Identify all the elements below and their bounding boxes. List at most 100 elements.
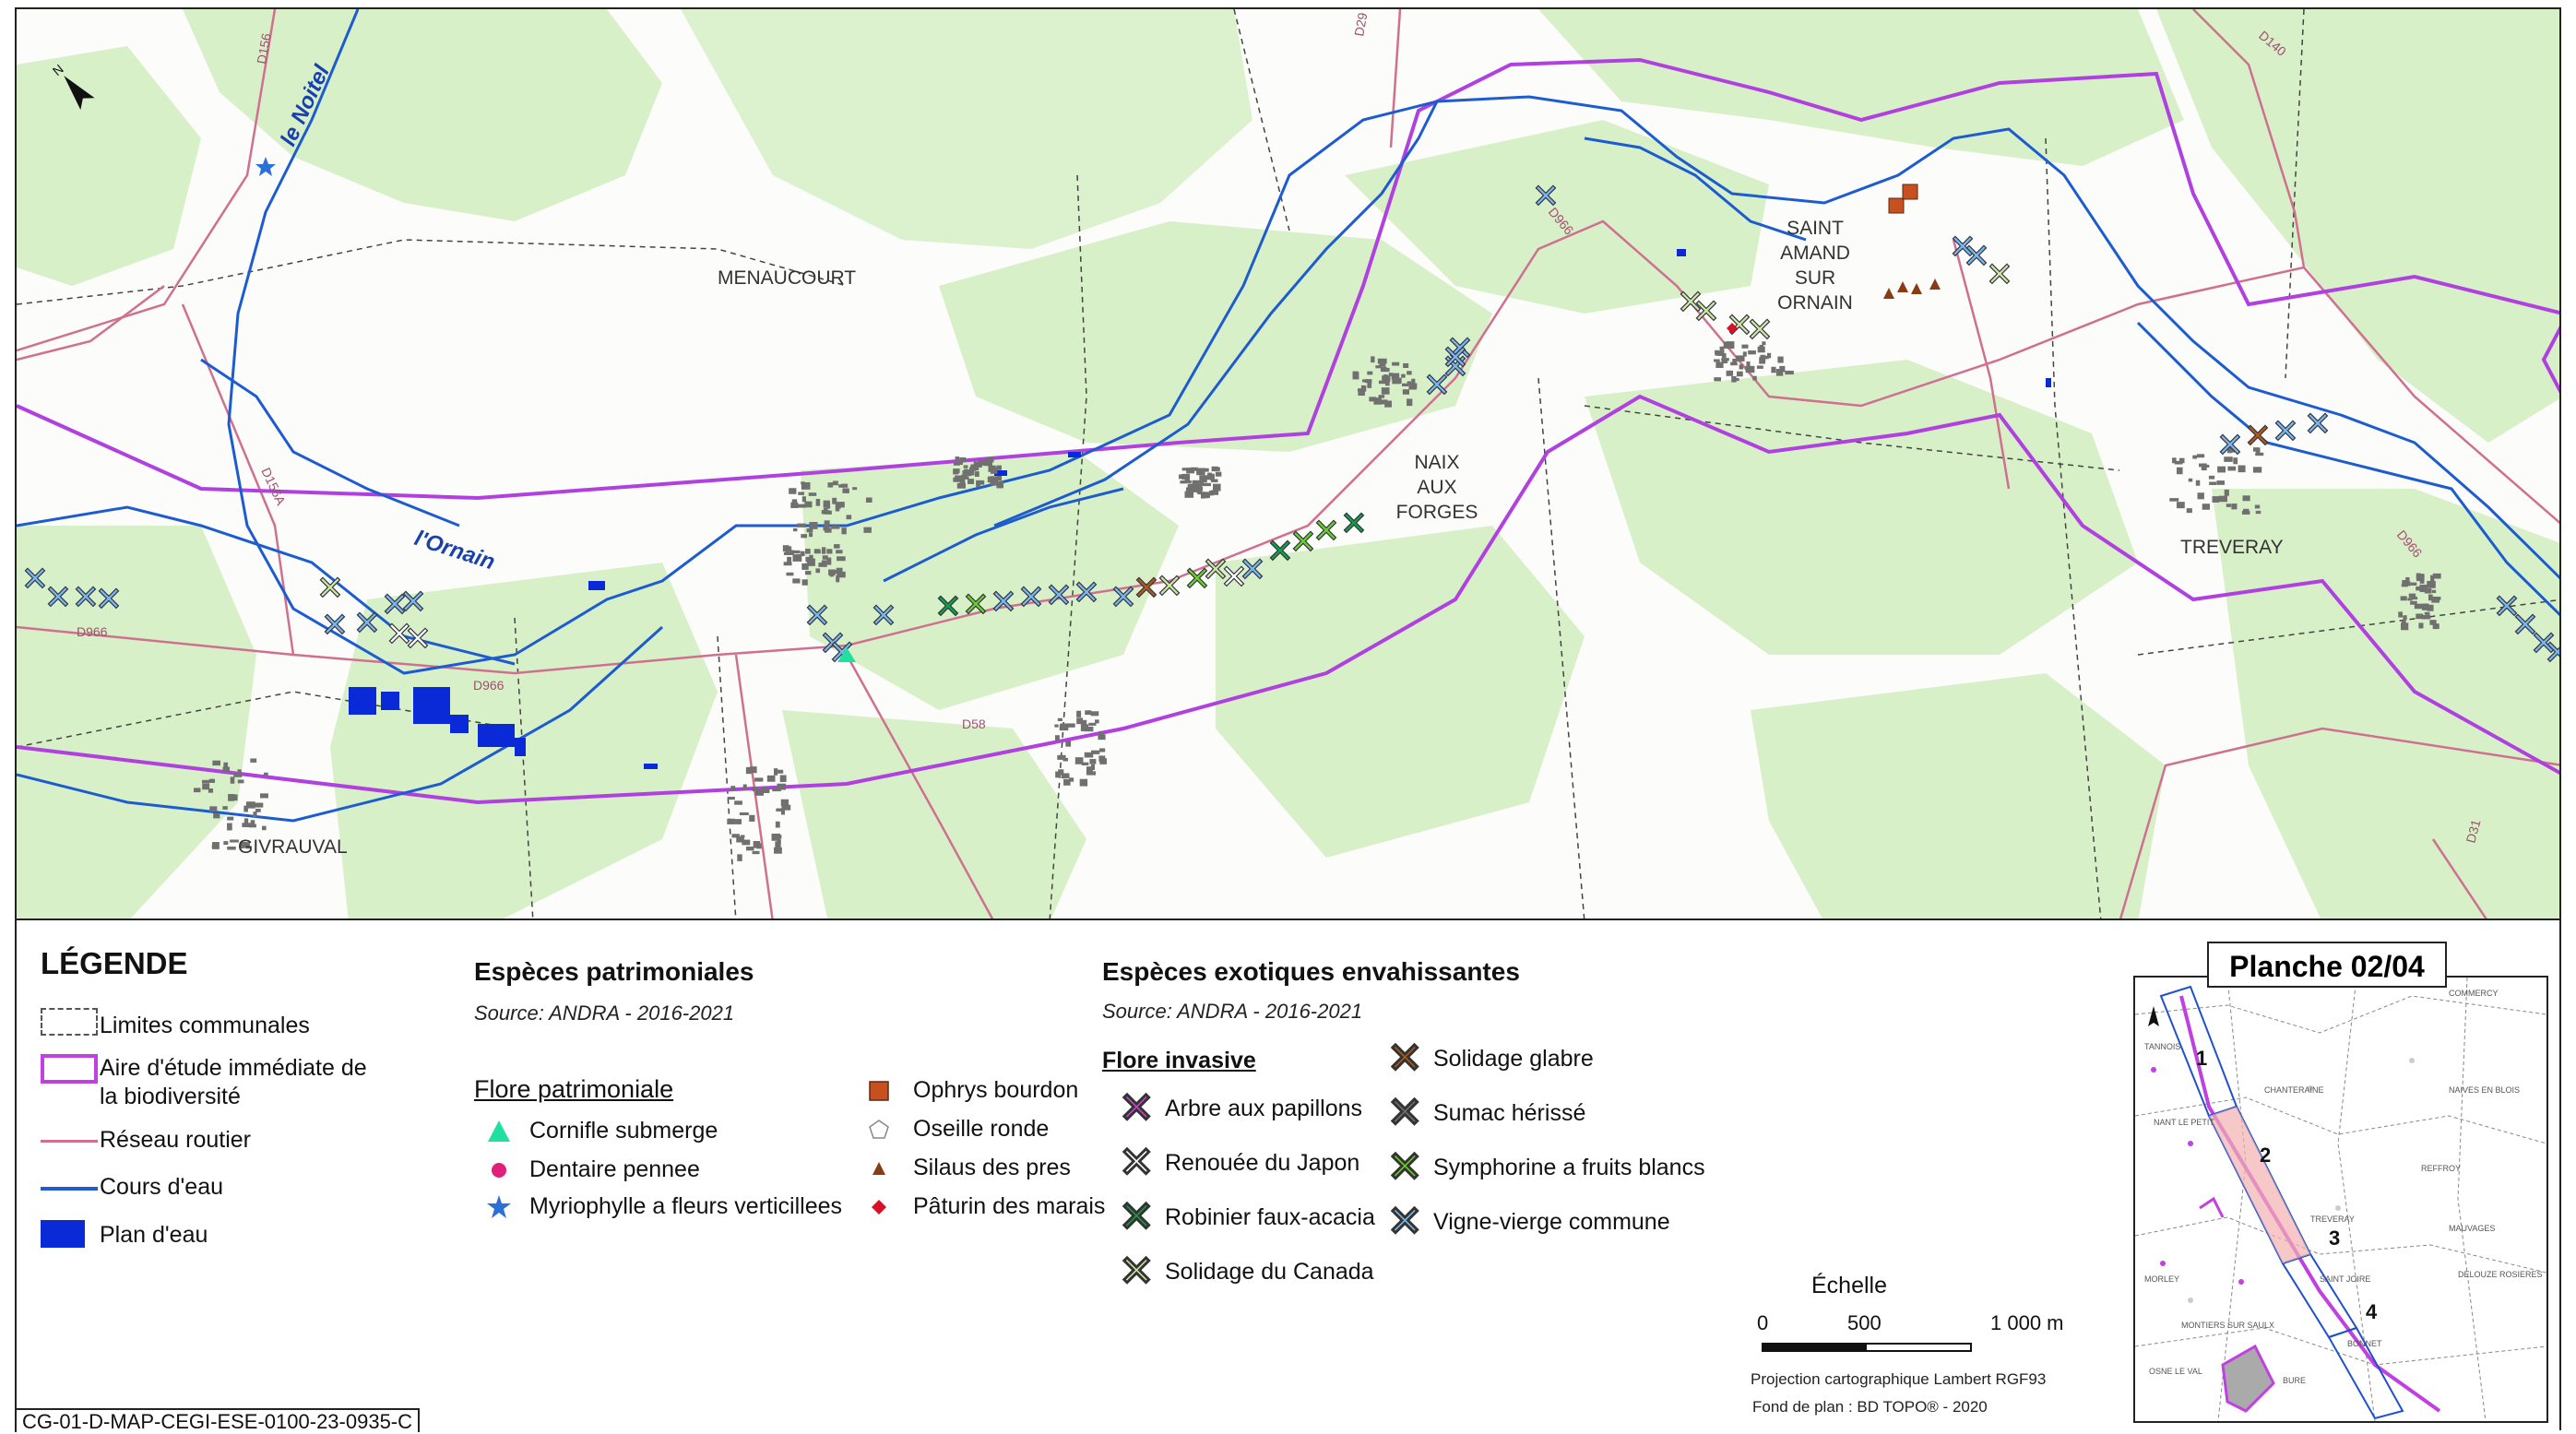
study-area-symbol <box>41 1054 98 1084</box>
species-cross-icon: ✕ <box>1289 524 1317 562</box>
document-code: CG-01-D-MAP-CEGI-ESE-0100-23-0935-C <box>15 1408 421 1433</box>
species-cross-icon: ✕ <box>2244 418 2272 456</box>
place-label: GIVRAUVAL <box>238 836 348 858</box>
species-cross-icon: ✕ <box>1963 238 1990 276</box>
legend-label: Cours d'eau <box>100 1174 224 1200</box>
species-cross-icon: ✕ <box>1133 570 1160 608</box>
overview-place: DELOUZE ROSIERES <box>2458 1270 2543 1279</box>
place-label: FORGES <box>1396 502 1478 523</box>
species-cross-icon: ✕ <box>353 605 381 643</box>
basemap-credit: Fond de plan : BD TOPO® - 2020 <box>1752 1398 1988 1416</box>
star-icon <box>487 1195 511 1218</box>
species-cross-icon: ✕ <box>1045 577 1073 615</box>
ophrys-marker-icon <box>1888 197 1905 214</box>
legend-label: Arbre aux papillons <box>1165 1096 1363 1121</box>
square-icon <box>869 1081 889 1101</box>
river-label: l'Ornain <box>411 526 498 575</box>
species-cross-icon: ✕ <box>1110 579 1137 617</box>
myriophylle-marker-icon <box>255 157 276 176</box>
projection-credit: Projection cartographique Lambert RGF93 <box>1751 1370 2047 1388</box>
section-source: Source: ANDRA - 2016-2021 <box>1102 1000 1363 1023</box>
scale-tick: 0 <box>1757 1311 1769 1334</box>
map-frame[interactable]: MENAUCOURT NAIX AUX FORGES SAINT AMAND S… <box>15 7 2561 920</box>
species-cross-icon: ✕ <box>1312 513 1340 551</box>
legend-label: Aire d'étude immédiate de <box>100 1055 367 1081</box>
silaus-marker-icon <box>1929 279 1941 290</box>
water-body-symbol <box>41 1220 85 1248</box>
species-cross-icon: ✕ <box>321 607 349 645</box>
species-cross-icon: ✕ <box>1266 533 1294 571</box>
species-cross-icon: ✕ <box>2544 634 2561 672</box>
section-number: 4 <box>2366 1300 2378 1323</box>
species-cross-icon: ✕ <box>2493 588 2521 626</box>
species-cross-icon: ✕ <box>1692 293 1720 331</box>
legend-label: Robinier faux-acacia <box>1165 1204 1375 1230</box>
scale-title: Échelle <box>1811 1273 1887 1298</box>
species-cross-icon: ✕ <box>1442 339 1469 377</box>
cornifle-marker-icon <box>837 647 856 662</box>
legend-label: Silaus des pres <box>913 1155 1071 1180</box>
overview-place: MORLEY <box>2144 1274 2179 1284</box>
species-cross-icon: ✕ <box>1183 561 1211 598</box>
overview-place: NAIVES EN BLOIS <box>2449 1085 2520 1095</box>
overview-map[interactable]: 1 2 3 4 COMMERCY TANNOIS CHANTERAINE NAN… <box>2133 976 2548 1423</box>
place-label: SUR <box>1795 267 1835 289</box>
species-cross-icon: ✕ <box>44 579 72 617</box>
river-symbol <box>41 1187 98 1191</box>
diamond-icon <box>872 1200 886 1215</box>
species-cross-icon: ✕ <box>1156 568 1183 606</box>
overview-place: COMMERCY <box>2449 989 2499 998</box>
place-label: ORNAIN <box>1777 292 1853 314</box>
legend-label: Sumac hérissé <box>1433 1100 1586 1126</box>
species-cross-icon: ✕ <box>316 570 344 608</box>
species-cross-icon: ✕ <box>399 584 427 622</box>
overview-place: NANT LE PETIT <box>2154 1118 2214 1127</box>
road-label: D31 <box>2463 818 2483 845</box>
place-label: AUX <box>1417 477 1456 498</box>
planche-title: Planche 02/04 <box>2207 942 2447 988</box>
legend-label: Ophrys bourdon <box>913 1077 1079 1103</box>
overview-north-arrow-icon <box>2148 1006 2159 1026</box>
overview-place: REFFROY <box>2421 1164 2461 1173</box>
section-number: 1 <box>2196 1047 2207 1070</box>
species-cross-icon: ✕ <box>2272 413 2299 451</box>
overview-place: BONNET <box>2347 1339 2382 1348</box>
legend-label: Renouée du Japon <box>1165 1150 1360 1176</box>
species-cross-icon: ✕ <box>2304 406 2332 444</box>
scale-tick: 500 <box>1847 1311 1882 1334</box>
overview-place: TANNOIS <box>2144 1042 2180 1051</box>
species-cross-icon: ✕ <box>1746 312 1774 350</box>
triangle-icon <box>488 1120 510 1142</box>
legend-label: Myriophylle a fleurs verticillees <box>529 1193 843 1219</box>
species-cross-icon: ✕ <box>962 587 990 624</box>
overview-place: SAINT JOIRE <box>2320 1274 2370 1284</box>
dot-icon <box>492 1163 506 1178</box>
place-label: SAINT <box>1787 218 1844 239</box>
species-cross-icon: ✕ <box>1202 551 1229 589</box>
legend-label: Plan d'eau <box>100 1222 208 1248</box>
overview-place: BURE <box>2283 1376 2306 1385</box>
cross-icon: ✕ <box>1118 1192 1155 1240</box>
cross-icon: ✕ <box>1386 1143 1423 1191</box>
species-cross-icon: ✕ <box>1340 505 1368 543</box>
pentagon-icon <box>869 1120 889 1139</box>
watercourses <box>17 9 2559 823</box>
species-cross-icon: ✕ <box>828 634 856 672</box>
legend-label: Dentaire pennee <box>529 1156 700 1182</box>
species-cross-icon: ✕ <box>803 598 831 635</box>
silaus-marker-icon <box>1897 281 1908 292</box>
species-cross-icon: ✕ <box>1239 551 1266 589</box>
section-number: 3 <box>2329 1227 2340 1250</box>
overview-canvas: 1 2 3 4 COMMERCY TANNOIS CHANTERAINE NAN… <box>2135 978 2546 1421</box>
legend-label: Symphorine a fruits blancs <box>1433 1155 1705 1180</box>
species-cross-icon: ✕ <box>404 621 432 658</box>
place-label: AMAND <box>1780 243 1850 264</box>
section-subtitle: Flore patrimoniale <box>474 1075 674 1103</box>
road-label: D58 <box>962 717 986 731</box>
species-cross-icon: ✕ <box>21 561 49 598</box>
commune-limits <box>17 9 2559 918</box>
scale-tick: 1 000 m <box>1990 1311 2064 1334</box>
legend-title: LÉGENDE <box>41 946 188 980</box>
legend-label: Réseau routier <box>100 1127 251 1153</box>
cross-icon: ✕ <box>1118 1247 1155 1295</box>
